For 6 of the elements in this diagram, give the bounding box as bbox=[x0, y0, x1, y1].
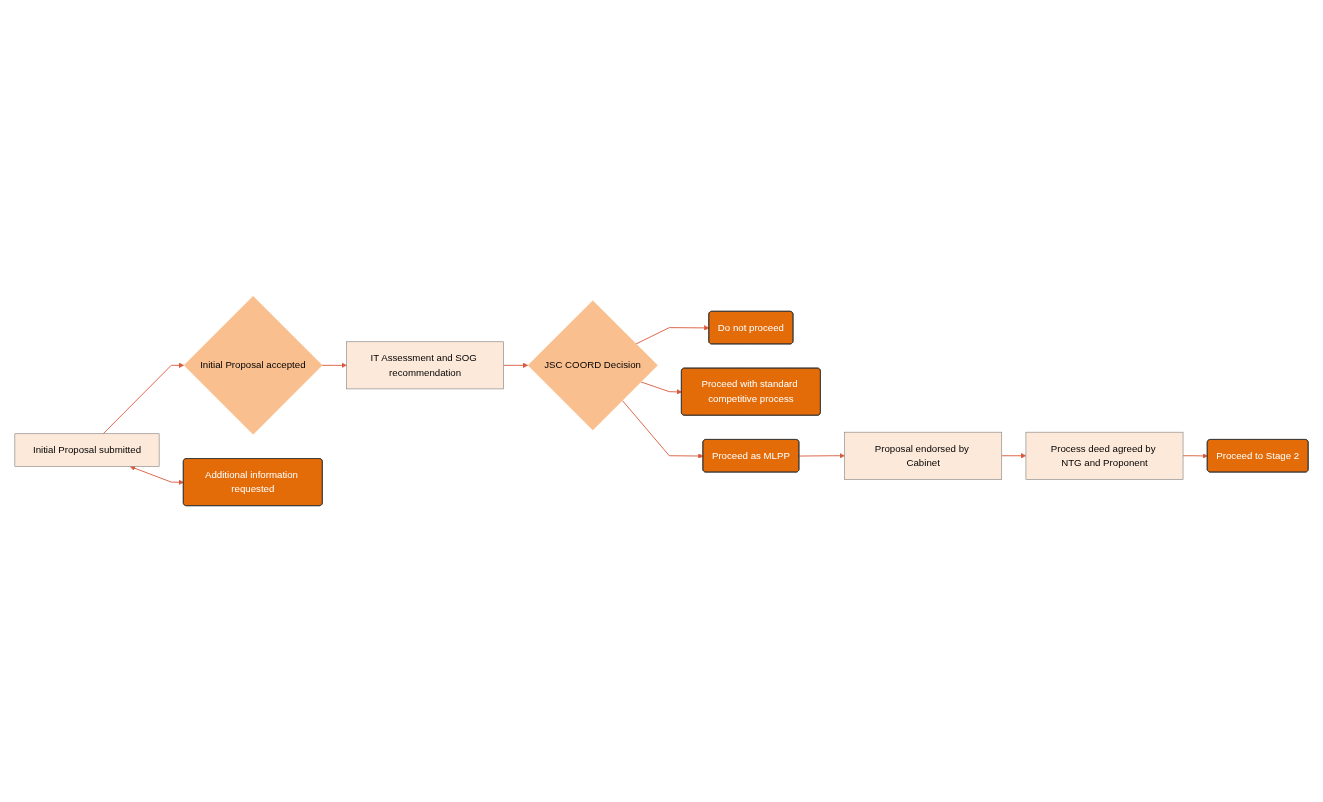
node-box: Process deed agreed by NTG and Proponent bbox=[1025, 431, 1184, 480]
node-box: IT Assessment and SOG recommendation bbox=[346, 341, 504, 390]
node-diamond: Initial Proposal accepted bbox=[183, 296, 323, 435]
node-diamond: JSC COORD Decision bbox=[527, 300, 658, 431]
node-box: Initial Proposal submitted bbox=[14, 433, 160, 467]
node-box: Proposal endorsed by Cabinet bbox=[844, 431, 1003, 480]
